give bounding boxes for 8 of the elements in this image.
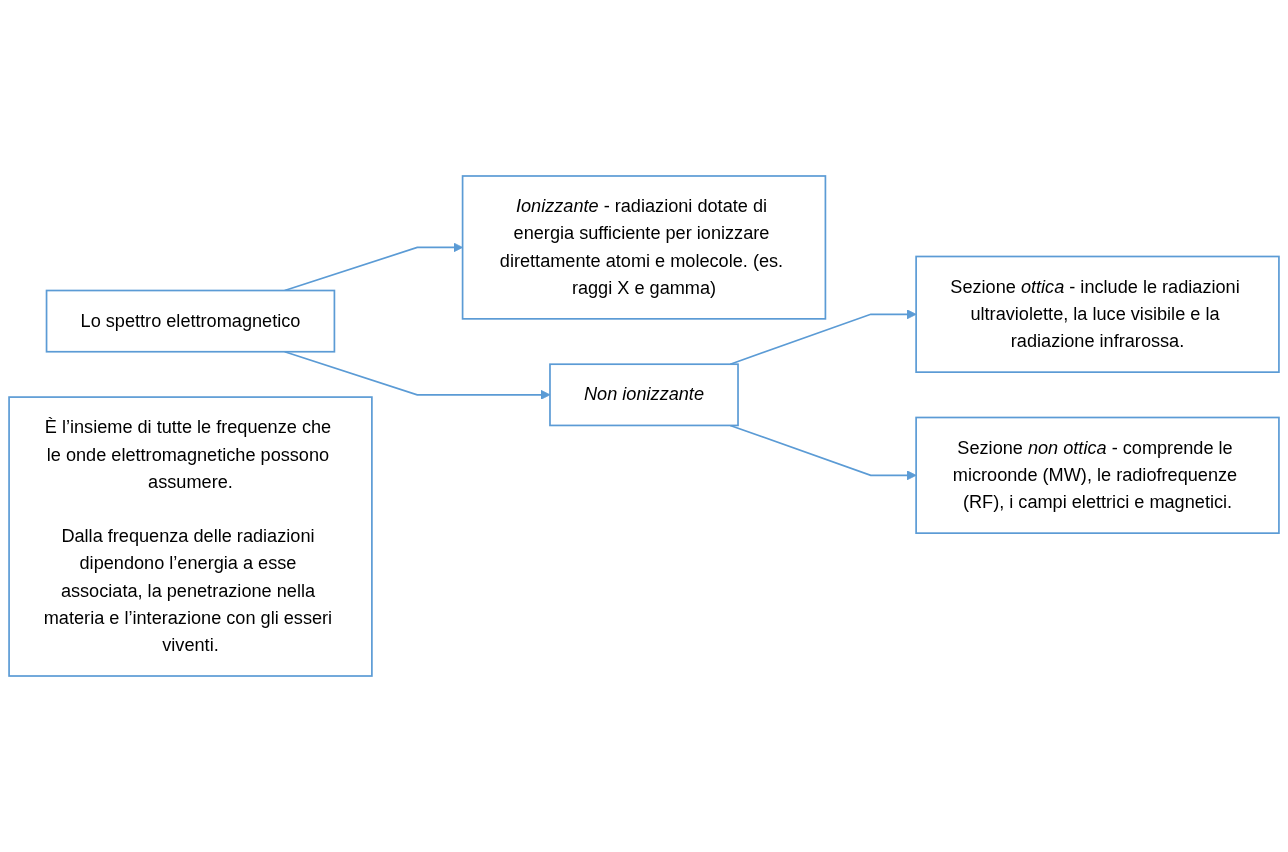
node-box: Lo spettro elettromagnetico — [45, 289, 336, 353]
node-box: Sezione ottica - include le radiazioni ultraviolette, la luce visibile e la radiazione infrarossa. — [915, 255, 1280, 373]
node-box: Ionizzante - radiazioni dotate di energia sufficiente per ionizzare direttamente atomi e molecole. (es. raggi X e gamma) — [461, 175, 827, 320]
node-box: È l’insieme di tutte le frequenze che le onde elettromagnetiche possono assumere. Dalla frequenza delle radiazioni dipendono l’energia a esse associata, la penetrazione nella materia e l’interazione con gli esseri viventi. — [8, 396, 373, 677]
node-box: Non ionizzante — [549, 363, 739, 427]
arrow — [729, 424, 917, 481]
arrow — [729, 309, 917, 366]
node-box: Sezione non ottica - comprende le microonde (MW), le radiofrequenze (RF), i campi elettrici e magnetici. — [915, 416, 1280, 534]
